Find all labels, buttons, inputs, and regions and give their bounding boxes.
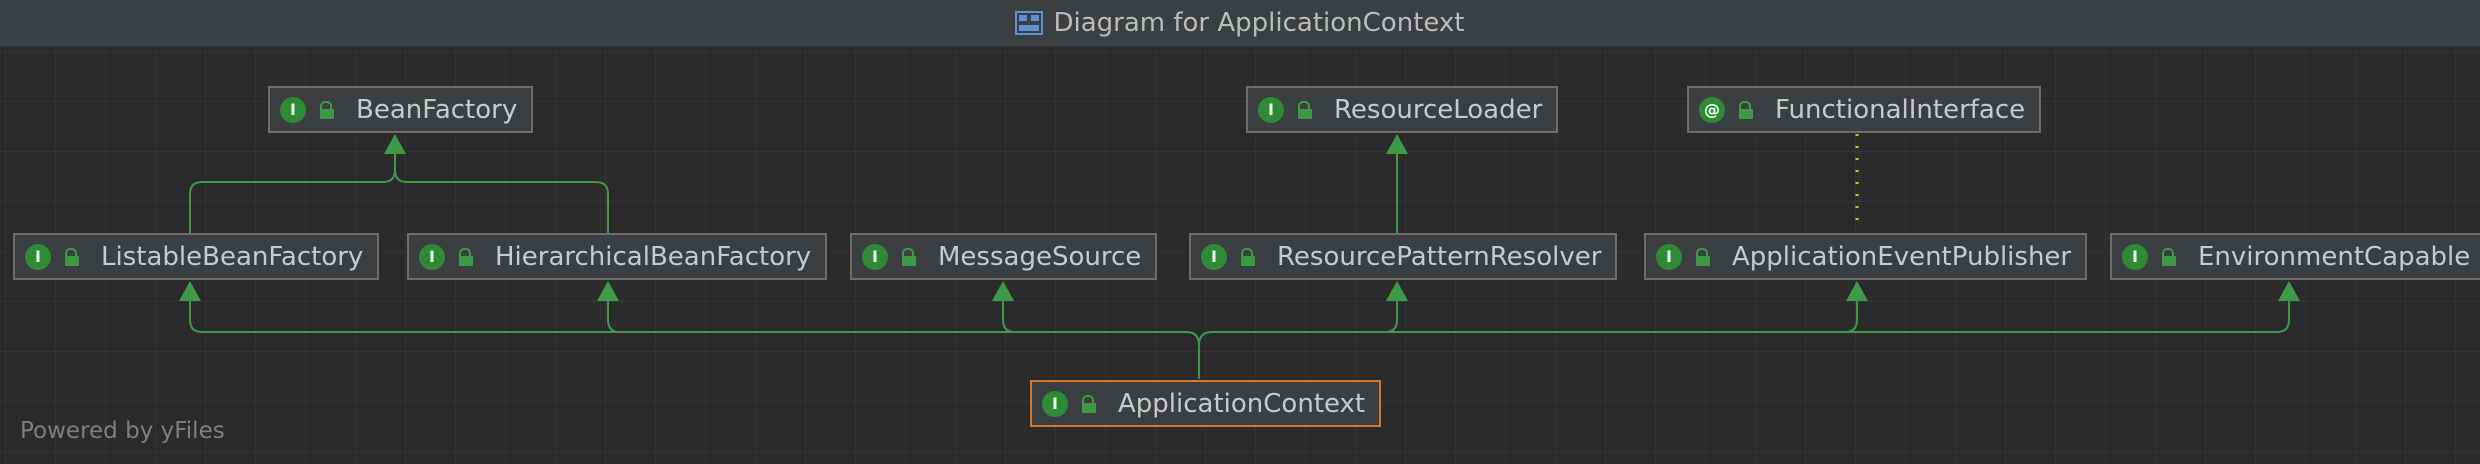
lock-icon <box>900 247 916 266</box>
node-label: FunctionalInterface <box>1775 94 2026 125</box>
node-bean-factory[interactable]: I BeanFactory <box>268 86 534 133</box>
diagram-icon <box>1015 10 1044 36</box>
node-application-context[interactable]: I ApplicationContext <box>1030 380 1382 427</box>
node-application-event-publisher[interactable]: I ApplicationEventPublisher <box>1644 233 2088 280</box>
title-bar: Diagram for ApplicationContext <box>0 0 2480 47</box>
node-label: HierarchicalBeanFactory <box>495 241 812 272</box>
interface-icon: I <box>2122 243 2148 270</box>
lock-icon <box>1296 100 1312 119</box>
node-label: ResourcePatternResolver <box>1277 241 1602 272</box>
node-label: ListableBeanFactory <box>101 241 364 272</box>
interface-icon: I <box>419 243 445 270</box>
node-hierarchical-bean-factory[interactable]: I HierarchicalBeanFactory <box>407 233 828 280</box>
lock-icon <box>63 247 79 266</box>
lock-icon <box>1080 394 1096 413</box>
lock-icon <box>318 100 334 119</box>
node-label: ResourceLoader <box>1334 94 1543 125</box>
lock-icon <box>457 247 473 266</box>
node-label: BeanFactory <box>356 94 518 125</box>
node-resource-pattern-resolver[interactable]: I ResourcePatternResolver <box>1189 233 1618 280</box>
annotation-icon: @ <box>1699 96 1725 123</box>
node-label: EnvironmentCapable <box>2198 241 2471 272</box>
node-functional-interface[interactable]: @ FunctionalInterface <box>1687 86 2042 133</box>
interface-icon: I <box>1656 243 1682 270</box>
node-label: MessageSource <box>938 241 1142 272</box>
lock-icon <box>2160 247 2176 266</box>
lock-icon <box>1694 247 1710 266</box>
node-label: ApplicationContext <box>1118 388 1366 419</box>
interface-icon: I <box>862 243 888 270</box>
lock-icon <box>1239 247 1255 266</box>
node-environment-capable[interactable]: I EnvironmentCapable <box>2110 233 2480 280</box>
node-listable-bean-factory[interactable]: I ListableBeanFactory <box>13 233 380 280</box>
lock-icon <box>1737 100 1753 119</box>
interface-icon: I <box>280 96 306 123</box>
interface-icon: I <box>25 243 51 270</box>
node-label: ApplicationEventPublisher <box>1732 241 2072 272</box>
window-title: Diagram for ApplicationContext <box>1053 8 1465 38</box>
interface-icon: I <box>1042 390 1068 417</box>
node-message-source[interactable]: I MessageSource <box>850 233 1158 280</box>
node-resource-loader[interactable]: I ResourceLoader <box>1246 86 1559 133</box>
interface-icon: I <box>1201 243 1227 270</box>
powered-by-label: Powered by yFiles <box>20 418 225 444</box>
interface-icon: I <box>1258 96 1284 123</box>
